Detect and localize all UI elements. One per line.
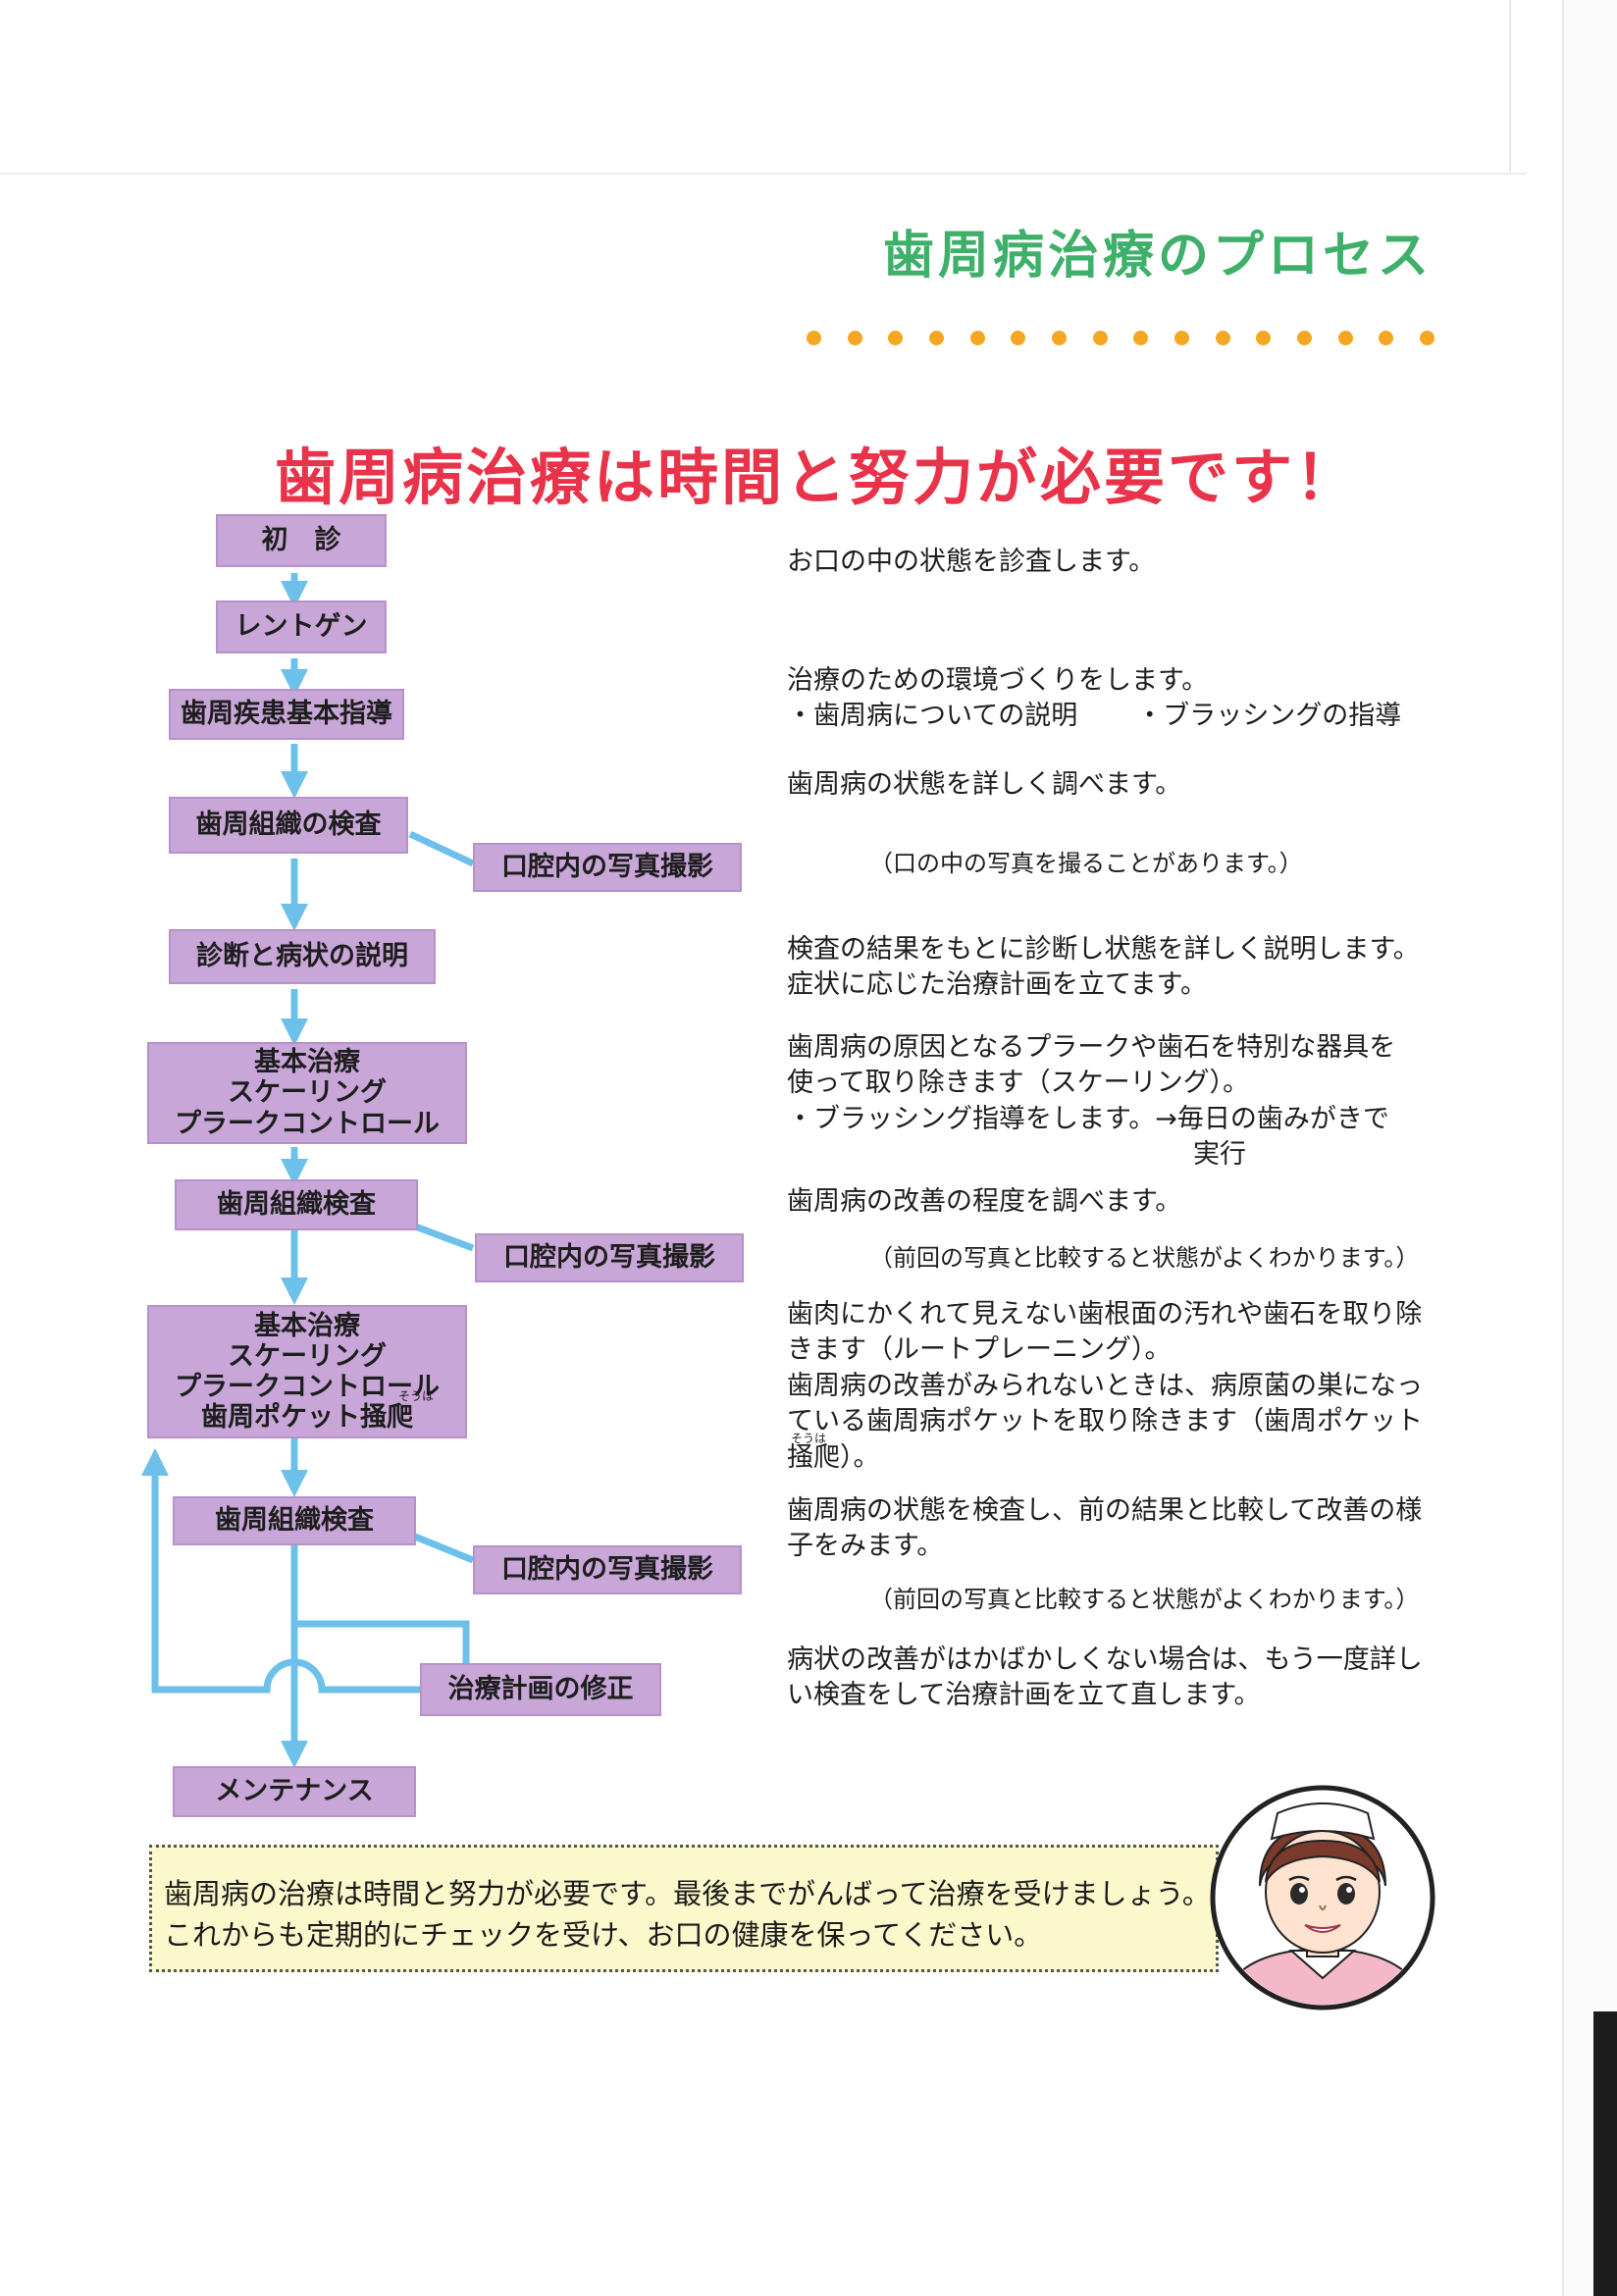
desc-re-exam: 歯周病の状態を検査し、前の結果と比較して改善の様 子をみます。 xyxy=(787,1493,1422,1565)
desc-line: 子をみます。 xyxy=(787,1529,1422,1564)
desc-root-planing: 歯肉にかくれて見えない歯根面の汚れや歯石を取り除 きます（ルートプレーニング）。… xyxy=(787,1297,1423,1476)
desc-basic-guidance: 治療のための環境づくりをします。 ・歯周病についての説明 ・ブラッシングの指導 xyxy=(787,663,1401,735)
desc-line: 歯周病の改善がみられないときは、病原菌の巣になっ xyxy=(787,1369,1423,1404)
step-initial-exam: 初 診 xyxy=(216,514,387,567)
desc-bullet: ・歯周病についての説明 xyxy=(787,701,1077,731)
branch-line xyxy=(410,834,473,863)
desc-periodontal-exam: 歯周病の状態を詳しく調べます。 xyxy=(787,767,1181,803)
desc-diagnosis: 検査の結果をもとに診断し状態を詳しく説明します。 症状に応じた治療計画を立てます… xyxy=(787,932,1420,1004)
step-periodontal-exam-3: 歯周組織検査 xyxy=(173,1496,416,1545)
desc-line-text: 掻爬）。 xyxy=(787,1442,880,1473)
step-basic-treatment: 基本治療 スケーリング プラークコントロール xyxy=(147,1042,467,1144)
desc-line: ている歯周病ポケットを取り除きます（歯周ポケット xyxy=(787,1404,1423,1439)
step-intraoral-photo: 口腔内の写真撮影 xyxy=(473,843,742,892)
step-xray: レントゲン xyxy=(216,600,387,653)
message-line: 歯周病の治療は時間と努力が必要です。最後までがんばって治療を受けましょう。 xyxy=(164,1873,1204,1914)
desc-line: 歯周病の原因となるプラークや歯石を特別な器具を xyxy=(787,1030,1395,1066)
step-line: 基本治療 xyxy=(175,1311,440,1341)
branch-line xyxy=(410,1535,473,1560)
desc-plan-revision: 病状の改善がはかばかしくない場合は、もう一度詳し い検査をして治療計画を立て直し… xyxy=(787,1643,1423,1714)
desc-line: 検査の結果をもとに診断し状態を詳しく説明します。 xyxy=(787,932,1420,967)
desc-line: 実行 xyxy=(787,1137,1395,1173)
step-line-text: 歯周ポケット掻爬 xyxy=(201,1402,413,1433)
desc-basic-treatment: 歯周病の原因となるプラークや歯石を特別な器具を 使って取り除きます（スケーリング… xyxy=(787,1030,1395,1174)
closing-message-box: 歯周病の治療は時間と努力が必要です。最後までがんばって治療を受けましょう。 これ… xyxy=(149,1845,1219,1972)
step-basic-guidance: 歯周疾患基本指導 xyxy=(169,689,404,740)
step-periodontal-exam: 歯周組織の検査 xyxy=(169,797,408,854)
desc-improvement-check: 歯周病の改善の程度を調べます。 xyxy=(787,1184,1181,1220)
step-intraoral-photo-2: 口腔内の写真撮影 xyxy=(475,1233,744,1282)
desc-line: 治療のための環境づくりをします。 xyxy=(787,663,1401,699)
desc-line: 使って取り除きます（スケーリング）。 xyxy=(787,1066,1395,1101)
desc-line: きます（ルートプレーニング）。 xyxy=(787,1332,1423,1368)
nurse-illustration xyxy=(1209,1784,1436,2011)
desc-line: 歯周病の状態を検査し、前の結果と比較して改善の様 xyxy=(787,1493,1422,1529)
furigana: そうは xyxy=(791,1431,826,1446)
desc-line: 歯肉にかくれて見えない歯根面の汚れや歯石を取り除 xyxy=(787,1297,1423,1332)
step-line: スケーリング xyxy=(175,1077,440,1108)
note-compare-photo: （前回の写真と比較すると状態がよくわかります。） xyxy=(869,1238,1419,1273)
step-basic-treatment-2: 基本治療 スケーリング プラークコントロール そうは 歯周ポケット掻爬 xyxy=(147,1305,467,1438)
step-intraoral-photo-3: 口腔内の写真撮影 xyxy=(473,1545,742,1594)
desc-line: そうは 掻爬）。 xyxy=(787,1440,1423,1476)
step-line: プラークコントロール xyxy=(175,1109,440,1139)
desc-line: ・ブラッシング指導をします。→毎日の歯みがきで xyxy=(787,1102,1395,1137)
desc-line: い検査をして治療計画を立て直します。 xyxy=(787,1678,1423,1713)
step-line: スケーリング xyxy=(175,1341,440,1372)
desc-line: ・歯周病についての説明 ・ブラッシングの指導 xyxy=(787,699,1401,734)
step-line: そうは 歯周ポケット掻爬 xyxy=(175,1402,440,1433)
step-plan-revision: 治療計画の修正 xyxy=(420,1663,661,1716)
branch-line xyxy=(410,1225,473,1248)
desc-line: 症状に応じた治療計画を立てます。 xyxy=(787,967,1420,1003)
desc-initial-exam: お口の中の状態を診査します。 xyxy=(787,545,1155,580)
step-diagnosis-explanation: 診断と病状の説明 xyxy=(169,929,436,984)
desc-bullet: ・ブラッシングの指導 xyxy=(1136,701,1401,731)
step-line: 基本治療 xyxy=(175,1047,440,1077)
message-line: これからも定期的にチェックを受け、お口の健康を保ってください。 xyxy=(164,1914,1204,1956)
furigana: そうは xyxy=(398,1390,434,1404)
step-periodontal-exam-2: 歯周組織検査 xyxy=(175,1179,418,1230)
note-photo: （口の中の写真を撮ることがあります。） xyxy=(869,844,1303,878)
loop-line xyxy=(294,1624,466,1663)
step-maintenance: メンテナンス xyxy=(173,1766,416,1817)
desc-line: 病状の改善がはかばかしくない場合は、もう一度詳し xyxy=(787,1643,1423,1678)
note-compare-photo-2: （前回の写真と比較すると状態がよくわかります。） xyxy=(869,1580,1419,1614)
